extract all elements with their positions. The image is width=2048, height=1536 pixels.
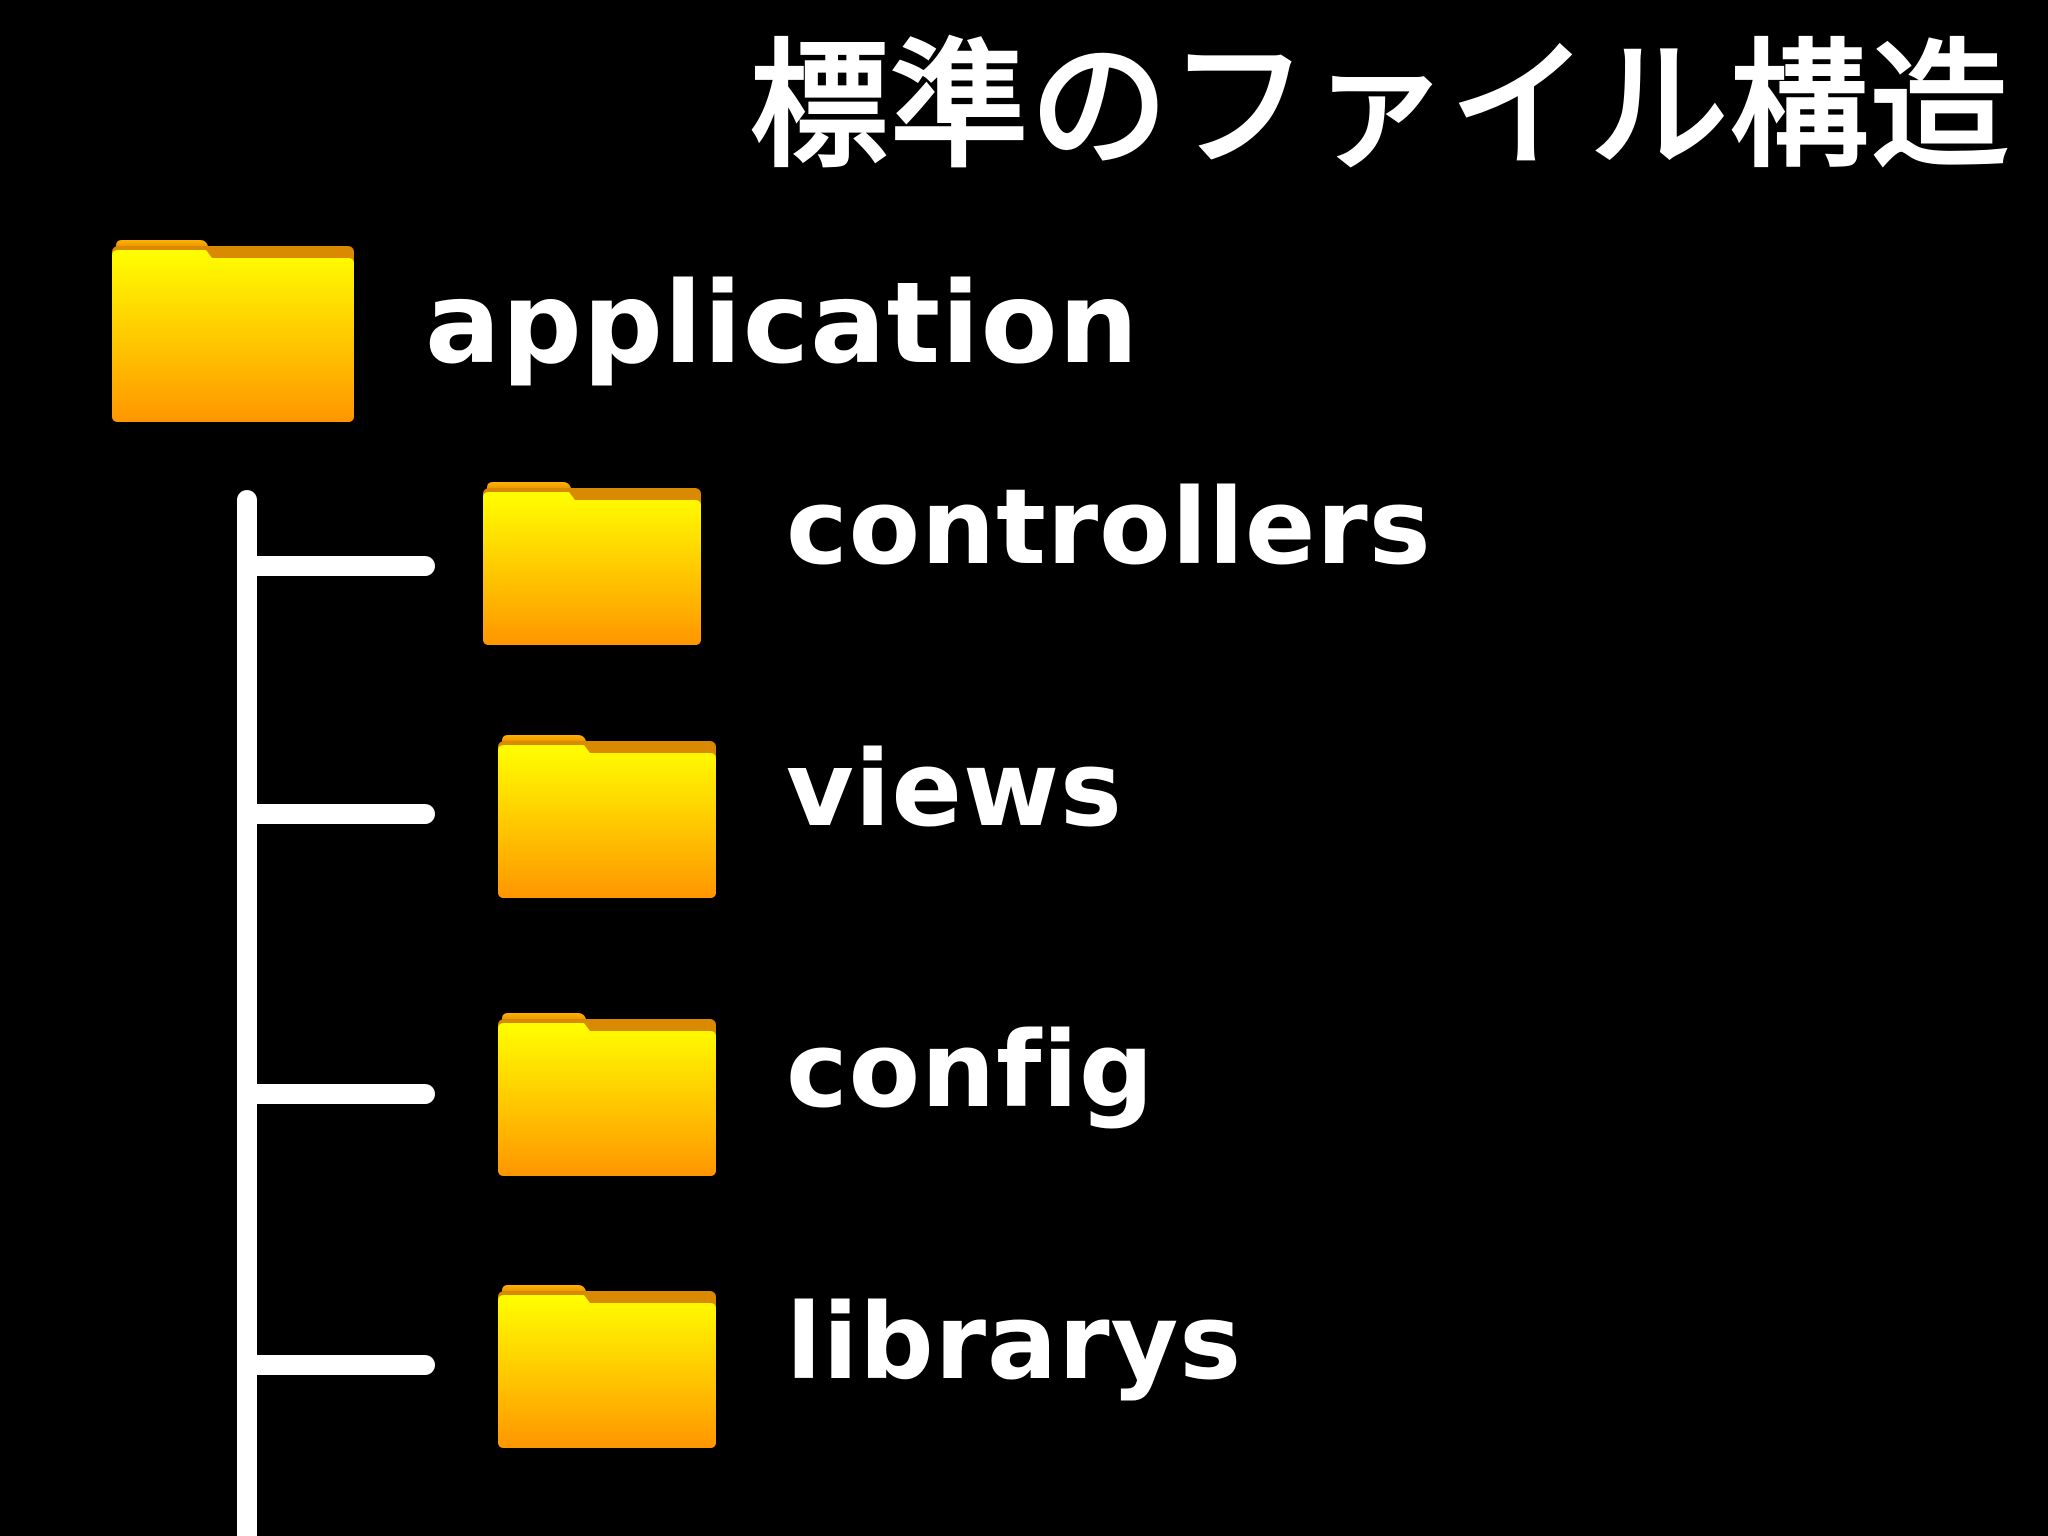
folder-label-views: views bbox=[786, 728, 1123, 850]
folder-icon bbox=[498, 1013, 716, 1176]
folder-label-librarys: librarys bbox=[786, 1281, 1243, 1403]
folder-icon bbox=[112, 240, 354, 422]
folder-label-controllers: controllers bbox=[786, 466, 1432, 588]
folder-icon-config bbox=[498, 1011, 716, 1176]
folder-icon bbox=[483, 482, 701, 645]
folder-icon-librarys bbox=[498, 1283, 716, 1448]
folder-label-config: config bbox=[786, 1009, 1155, 1131]
folder-icon-controllers bbox=[483, 480, 701, 645]
folder-icon bbox=[498, 735, 716, 898]
folder-icon bbox=[498, 1285, 716, 1448]
folder-icon-views bbox=[498, 733, 716, 898]
diagram-title: 標準のファイル構造 bbox=[749, 26, 2010, 187]
folder-icon-root bbox=[112, 238, 354, 422]
folder-label-root: application bbox=[425, 259, 1140, 389]
